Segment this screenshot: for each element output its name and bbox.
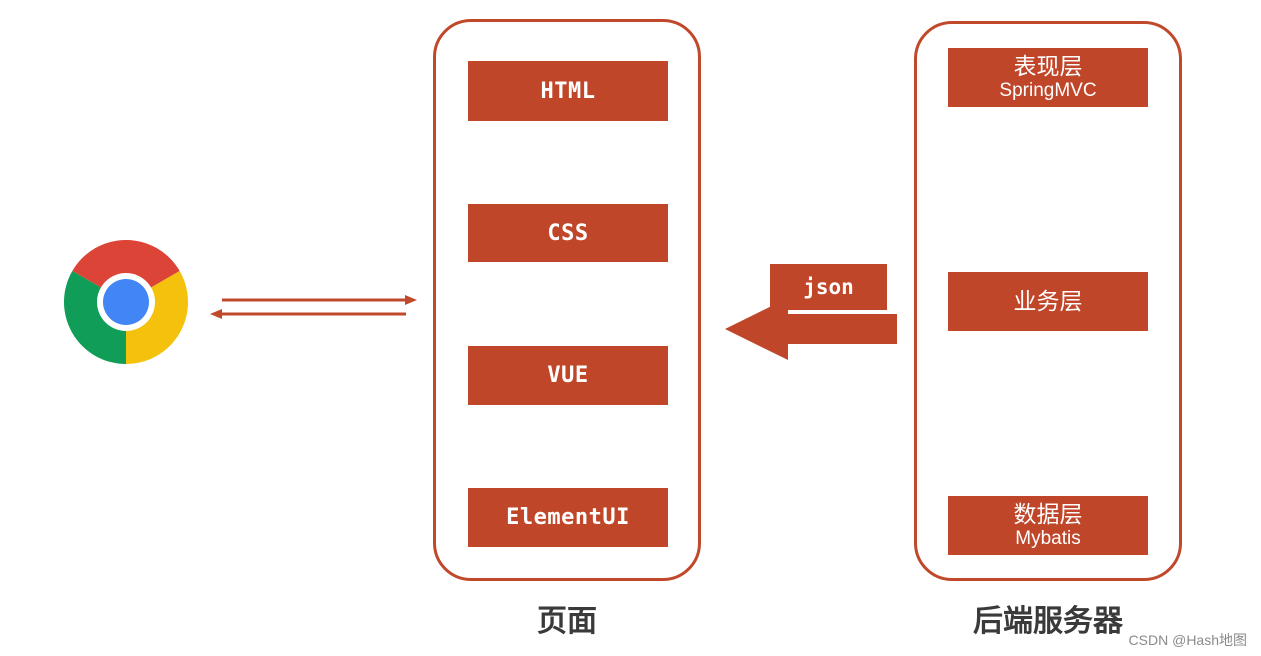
business-layer-title: 业务层 — [1013, 288, 1083, 315]
page-caption: 页面 — [537, 604, 597, 639]
presentation-layer-block: 表现层 SpringMVC — [948, 48, 1148, 107]
css-block: CSS — [468, 204, 668, 262]
data-layer-title: 数据层 — [1013, 501, 1083, 528]
css-block-label: CSS — [547, 220, 589, 246]
vue-block-label: VUE — [547, 363, 589, 388]
server-caption: 后端服务器 — [973, 604, 1123, 639]
json-label: json — [770, 264, 887, 310]
data-layer-subtitle: Mybatis — [1015, 527, 1081, 549]
html-block: HTML — [468, 61, 668, 121]
presentation-layer-subtitle: SpringMVC — [999, 79, 1097, 101]
business-layer-block: 业务层 — [948, 272, 1148, 331]
vue-block: VUE — [468, 346, 668, 405]
data-layer-block: 数据层 Mybatis — [948, 496, 1148, 555]
json-arrow — [725, 298, 897, 360]
chrome-icon — [63, 239, 189, 364]
html-block-label: HTML — [540, 78, 596, 104]
presentation-layer-title: 表现层 — [1013, 53, 1083, 80]
browser-page-arrows — [210, 295, 417, 319]
watermark: CSDN @Hash地图 — [1128, 632, 1247, 648]
elementui-block: ElementUI — [468, 488, 668, 547]
elementui-block-label: ElementUI — [506, 505, 630, 530]
